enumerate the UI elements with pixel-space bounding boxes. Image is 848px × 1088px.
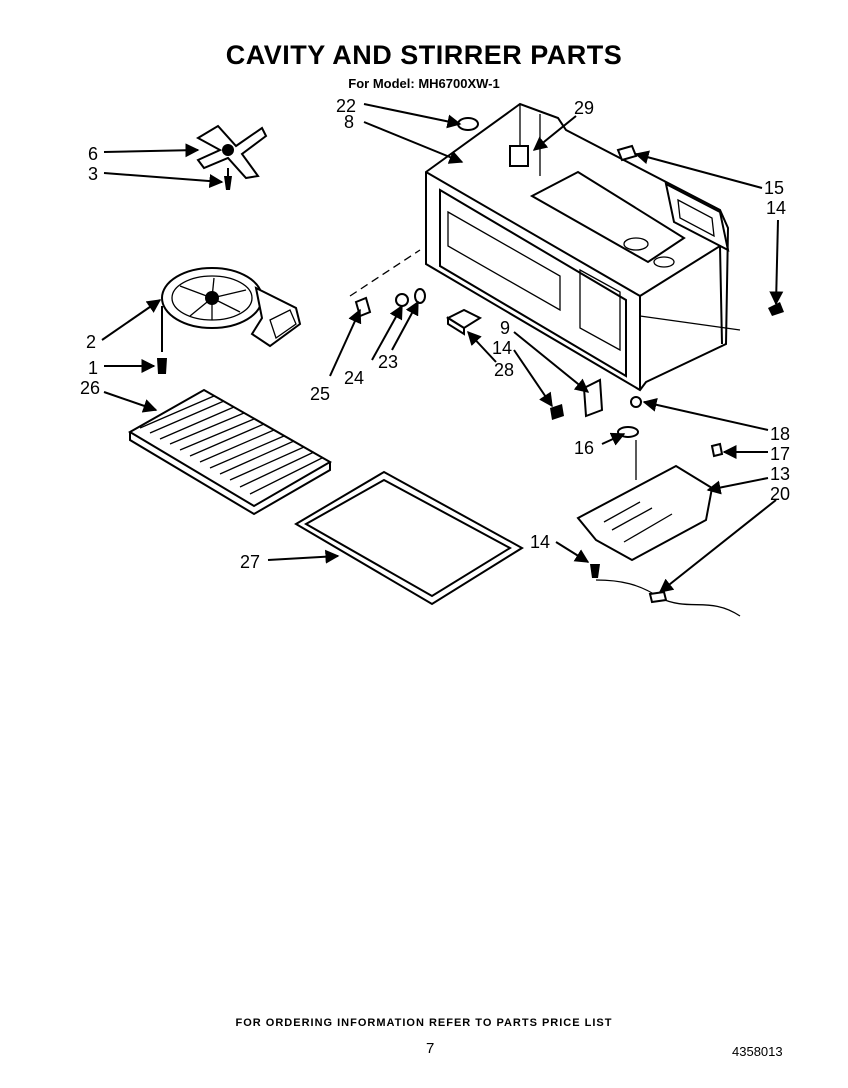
callout-27: 27	[240, 552, 260, 572]
callout-28: 28	[494, 360, 514, 380]
ordering-note: FOR ORDERING INFORMATION REFER TO PARTS …	[235, 1017, 613, 1029]
wire-harness-20-illustration	[595, 579, 741, 617]
washer-23-illustration	[414, 288, 426, 304]
callout-23: 23	[378, 352, 398, 372]
oven-rack-illustration	[128, 388, 333, 516]
thermal-cutout-22-illustration	[457, 117, 479, 131]
bracket-9-illustration	[582, 378, 604, 418]
callout-9: 9	[500, 318, 510, 338]
callout-18: 18	[770, 424, 790, 444]
callout-20: 20	[770, 484, 790, 504]
insulation-pad-28-illustration	[445, 308, 483, 336]
document-number: 4358013	[732, 1044, 783, 1059]
callout-8: 8	[344, 112, 354, 132]
callout-22: 22	[336, 96, 356, 116]
stirrer-housing-illustration	[157, 267, 302, 374]
model-subtitle: For Model: MH6700XW-1	[348, 76, 500, 91]
stirrer-blade-illustration	[195, 124, 268, 180]
nut-24-illustration	[395, 293, 409, 307]
bottom-plate-13-illustration	[576, 464, 714, 562]
callout-3: 3	[88, 164, 98, 184]
callout-14-lower: 14	[530, 532, 550, 552]
screw-14-illustration	[550, 302, 784, 578]
callout-1: 1	[88, 358, 98, 378]
oven-cavity-illustration	[425, 102, 741, 392]
callout-6: 6	[88, 144, 98, 164]
page-number: 7	[426, 1040, 435, 1057]
callout-13: 13	[770, 464, 790, 484]
callout-26: 26	[80, 378, 100, 398]
latch-clip-25-illustration	[349, 249, 421, 318]
callout-16: 16	[574, 438, 594, 458]
callout-14-mid: 14	[492, 338, 512, 358]
clip-17-illustration	[710, 442, 724, 458]
callout-14-right: 14	[766, 198, 786, 218]
callout-15: 15	[764, 178, 784, 198]
callout-2: 2	[86, 332, 96, 352]
glass-tray-illustration	[294, 470, 524, 606]
grommet-18-illustration	[630, 396, 642, 408]
callout-25: 25	[310, 384, 330, 404]
page-title: CAVITY AND STIRRER PARTS	[225, 40, 623, 70]
callout-24: 24	[344, 368, 364, 388]
callout-17: 17	[770, 444, 790, 464]
stirrer-screw-illustration	[224, 168, 232, 190]
callout-29: 29	[574, 98, 594, 118]
